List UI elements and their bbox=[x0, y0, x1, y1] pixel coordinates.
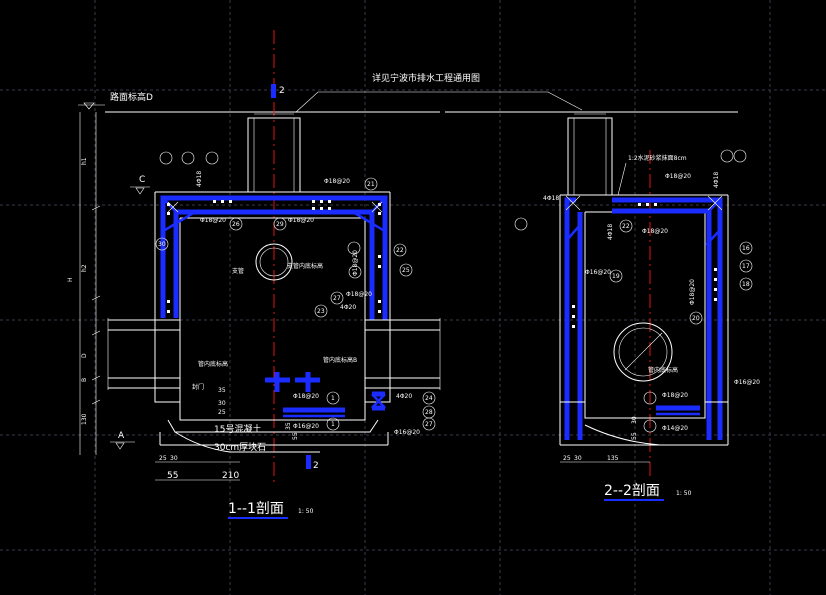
material-stone: 30cm厚块石 bbox=[214, 441, 266, 453]
svg-text:h1: h1 bbox=[81, 157, 88, 165]
cut-marker-bottom-label: 2 bbox=[313, 461, 319, 471]
svg-text:支管内底标高: 支管内底标高 bbox=[287, 262, 323, 270]
svg-text:4Φ18: 4Φ18 bbox=[543, 195, 559, 202]
svg-text:管内底标高: 管内底标高 bbox=[648, 366, 678, 374]
section-2-scale: 1: 50 bbox=[676, 490, 692, 497]
svg-text:B: B bbox=[81, 378, 88, 382]
callouts-1: 21 26 29 30 22 25 27 23 24 28 27 1 1 bbox=[155, 151, 436, 431]
svg-text:Φ18@20: Φ18@20 bbox=[665, 173, 691, 180]
svg-text:Φ18@20: Φ18@20 bbox=[662, 392, 688, 399]
svg-text:4Φ18: 4Φ18 bbox=[713, 172, 720, 188]
ground-label: 路面标高D bbox=[110, 91, 153, 103]
svg-text:135: 135 bbox=[607, 455, 619, 462]
svg-text:17: 17 bbox=[742, 263, 750, 270]
section-1: 2 2 bbox=[67, 30, 441, 519]
branch-pipe bbox=[255, 243, 293, 281]
svg-text:Φ16@20: Φ16@20 bbox=[293, 423, 319, 430]
svg-text:26: 26 bbox=[232, 221, 240, 228]
svg-text:1: 1 bbox=[331, 395, 335, 402]
svg-text:Φ18@20: Φ18@20 bbox=[689, 279, 696, 305]
svg-text:4Φ20: 4Φ20 bbox=[396, 393, 412, 400]
left-dims-1: h1 h2 H D B 130 bbox=[67, 112, 101, 455]
svg-text:1: 1 bbox=[331, 421, 335, 428]
cut-marker-top bbox=[271, 84, 276, 98]
bottom-dims-1: 25 30 55 210 35 30 25 55 35 bbox=[155, 387, 299, 481]
svg-text:D: D bbox=[81, 353, 88, 358]
svg-text:30: 30 bbox=[170, 455, 178, 462]
svg-text:130: 130 bbox=[81, 413, 88, 425]
svg-text:Φ16@20: Φ16@20 bbox=[394, 429, 420, 436]
svg-text:H: H bbox=[67, 277, 74, 282]
svg-text:封门: 封门 bbox=[192, 383, 204, 391]
header-note: 详见宁波市排水工程通用图 bbox=[295, 72, 583, 113]
svg-text:35: 35 bbox=[218, 387, 226, 394]
svg-text:20: 20 bbox=[692, 315, 700, 322]
svg-text:25: 25 bbox=[218, 409, 226, 416]
section-2-title: 2--2剖面 bbox=[604, 483, 660, 499]
svg-text:Φ14@20: Φ14@20 bbox=[662, 425, 688, 432]
svg-text:Φ16@20: Φ16@20 bbox=[585, 269, 611, 276]
svg-text:16: 16 bbox=[742, 245, 750, 252]
svg-text:h2: h2 bbox=[81, 264, 88, 272]
svg-text:27: 27 bbox=[333, 295, 341, 302]
svg-text:55: 55 bbox=[167, 471, 178, 481]
svg-text:25: 25 bbox=[402, 267, 410, 274]
svg-text:Φ18@20: Φ18@20 bbox=[293, 393, 319, 400]
section-2: 管内底标高 1:2水泥砂浆抹面8cm 4Φ18 Φ18@20 4Φ18 4Φ18… bbox=[514, 113, 760, 501]
cut-marker-top-label: 2 bbox=[279, 86, 285, 96]
svg-text:29: 29 bbox=[276, 221, 284, 228]
svg-text:Φ18@20: Φ18@20 bbox=[352, 250, 359, 276]
svg-text:Φ16@20: Φ16@20 bbox=[734, 379, 760, 386]
bottom-dims-2: 25 30 135 30 55 bbox=[560, 416, 650, 463]
branch-pipe-label: 支管 bbox=[232, 267, 244, 275]
svg-text:管内底标高B: 管内底标高B bbox=[323, 356, 357, 364]
svg-text:28: 28 bbox=[425, 409, 433, 416]
svg-text:22: 22 bbox=[622, 223, 630, 230]
section-2-note: 1:2水泥砂浆抹面8cm bbox=[628, 154, 687, 162]
svg-text:30: 30 bbox=[574, 455, 582, 462]
svg-text:4Φ18: 4Φ18 bbox=[607, 224, 614, 240]
header-note-text: 详见宁波市排水工程通用图 bbox=[372, 72, 480, 84]
svg-text:18: 18 bbox=[742, 281, 750, 288]
svg-text:4Φ20: 4Φ20 bbox=[340, 304, 356, 311]
marker-a: A bbox=[118, 431, 125, 441]
svg-text:24: 24 bbox=[425, 395, 433, 402]
svg-text:管内底标高: 管内底标高 bbox=[198, 360, 228, 368]
svg-text:21: 21 bbox=[367, 181, 375, 188]
svg-text:22: 22 bbox=[396, 247, 404, 254]
svg-text:35: 35 bbox=[285, 422, 292, 430]
svg-text:Φ18@20: Φ18@20 bbox=[288, 217, 314, 224]
svg-text:55: 55 bbox=[631, 432, 638, 440]
cut-marker-bottom bbox=[306, 455, 311, 469]
section-1-title: 1--1剖面 bbox=[228, 501, 284, 517]
material-concrete: 15号混凝土 bbox=[214, 423, 261, 435]
marker-c: C bbox=[139, 175, 145, 185]
ground-line: 路面标高D bbox=[78, 91, 738, 113]
svg-text:210: 210 bbox=[222, 471, 239, 481]
svg-text:4Φ18: 4Φ18 bbox=[196, 171, 203, 187]
svg-text:Φ18@20: Φ18@20 bbox=[346, 291, 372, 298]
svg-text:30: 30 bbox=[158, 241, 166, 248]
svg-text:Φ18@20: Φ18@20 bbox=[324, 178, 350, 185]
main-pipe bbox=[613, 322, 673, 382]
callouts-2: 22 19 20 16 17 18 bbox=[514, 149, 753, 433]
svg-text:30: 30 bbox=[631, 416, 638, 424]
svg-text:25: 25 bbox=[563, 455, 571, 462]
svg-text:Φ18@20: Φ18@20 bbox=[642, 228, 668, 235]
section-1-scale: 1: 50 bbox=[298, 508, 314, 515]
svg-text:55: 55 bbox=[292, 432, 299, 440]
svg-text:Φ18@20: Φ18@20 bbox=[200, 217, 226, 224]
side-pipes-1 bbox=[107, 318, 441, 390]
svg-text:19: 19 bbox=[612, 273, 620, 280]
svg-text:25: 25 bbox=[159, 455, 167, 462]
svg-text:27: 27 bbox=[425, 421, 433, 428]
svg-text:30: 30 bbox=[218, 400, 226, 407]
svg-text:23: 23 bbox=[317, 308, 325, 315]
